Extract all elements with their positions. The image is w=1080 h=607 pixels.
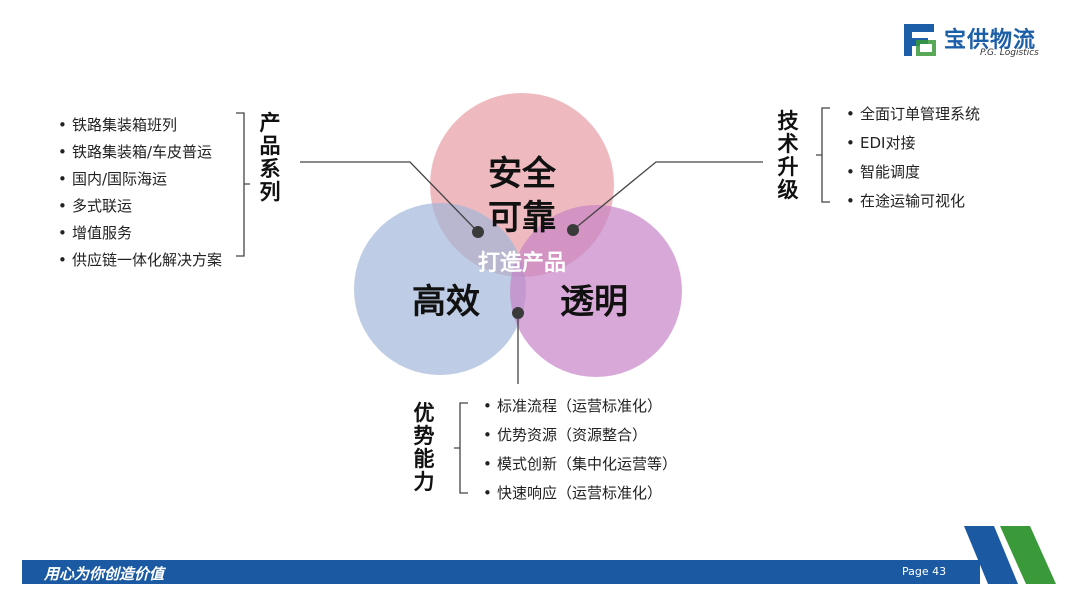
connector-product bbox=[300, 161, 479, 233]
circle-right-label: 透明 bbox=[560, 282, 628, 322]
bracket-product bbox=[236, 112, 250, 257]
connector-dot-tech bbox=[567, 224, 579, 236]
logo-subtitle: P.G. Logistics bbox=[980, 48, 1039, 58]
logo-mark-icon bbox=[904, 24, 936, 56]
list-item: 模式创新（集中化运营等） bbox=[483, 450, 677, 479]
list-item: EDI对接 bbox=[846, 129, 980, 158]
list-item: 智能调度 bbox=[846, 158, 980, 187]
footer-stripe-green bbox=[1000, 526, 1056, 584]
footer-bar bbox=[22, 560, 980, 584]
circle-top-label-2: 可靠 bbox=[488, 198, 556, 238]
connector-tech bbox=[572, 161, 763, 231]
advantage-list: 标准流程（运营标准化） 优势资源（资源整合） 模式创新（集中化运营等） 快速响应… bbox=[483, 392, 677, 508]
list-item: 供应链一体化解决方案 bbox=[58, 247, 222, 274]
footer-stripe-blue bbox=[964, 526, 1018, 584]
circle-top-label-1: 安全 bbox=[488, 154, 557, 194]
list-item: 多式联运 bbox=[58, 193, 222, 220]
center-label: 打造产品 bbox=[478, 251, 566, 276]
page-number: Page 43 bbox=[902, 565, 947, 578]
list-item: 优势资源（资源整合） bbox=[483, 421, 677, 450]
list-item: 全面订单管理系统 bbox=[846, 100, 980, 129]
list-item: 国内/国际海运 bbox=[58, 166, 222, 193]
tech-upgrade-list: 全面订单管理系统 EDI对接 智能调度 在途运输可视化 bbox=[846, 100, 980, 216]
circle-left-label: 高效 bbox=[412, 282, 480, 322]
list-item: 铁路集装箱班列 bbox=[58, 112, 222, 139]
logo-name: 宝供物流 bbox=[944, 28, 1037, 53]
tech-upgrade-title: 技术升级 bbox=[777, 109, 799, 202]
list-item: 铁路集装箱/车皮普运 bbox=[58, 139, 222, 166]
connector-dot-advantage bbox=[512, 307, 524, 319]
bracket-advantage bbox=[454, 402, 468, 494]
product-series-title: 产品系列 bbox=[259, 111, 281, 204]
list-item: 快速响应（运营标准化） bbox=[483, 479, 677, 508]
bracket-tech bbox=[816, 107, 830, 203]
circle-left bbox=[354, 203, 526, 375]
company-logo: 宝供物流 P.G. Logistics bbox=[900, 20, 1060, 64]
circle-right bbox=[510, 205, 682, 377]
list-item: 增值服务 bbox=[58, 220, 222, 247]
footer-slogan: 用心为你创造价值 bbox=[44, 565, 165, 583]
product-series-list: 铁路集装箱班列 铁路集装箱/车皮普运 国内/国际海运 多式联运 增值服务 供应链… bbox=[58, 112, 222, 274]
list-item: 在途运输可视化 bbox=[846, 187, 980, 216]
advantage-title: 优势能力 bbox=[413, 401, 435, 494]
connector-dot-product bbox=[472, 226, 484, 238]
list-item: 标准流程（运营标准化） bbox=[483, 392, 677, 421]
